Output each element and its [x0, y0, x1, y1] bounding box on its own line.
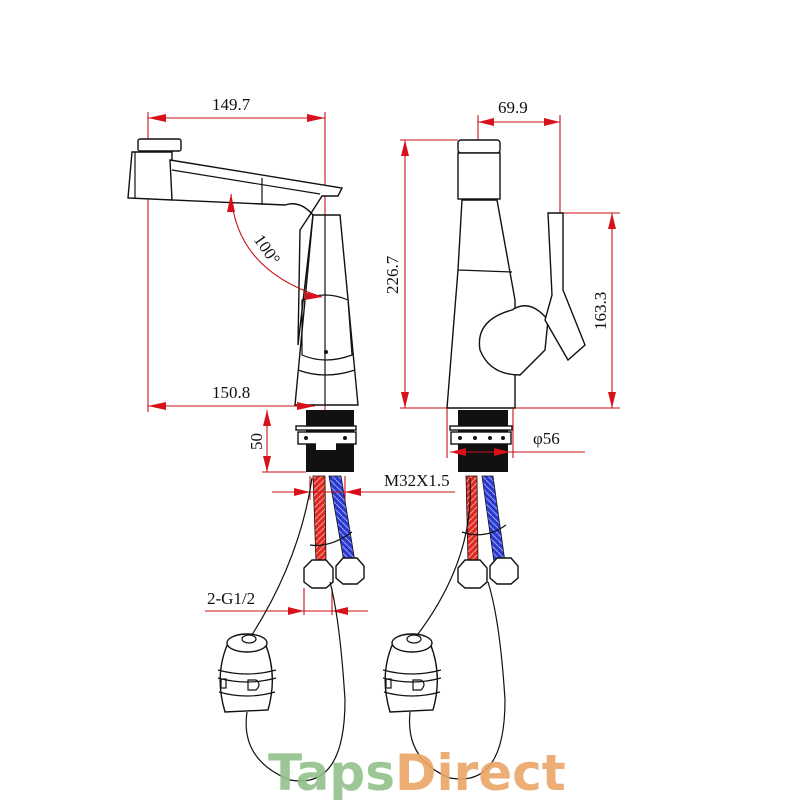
cold-nut — [335, 557, 365, 585]
front-spout-head — [457, 139, 501, 208]
cold-hose — [328, 475, 356, 563]
side-view: 149.7 100° 150.8 — [127, 95, 455, 782]
front-handle — [544, 212, 586, 362]
total-height-dimension: 226.7 — [383, 140, 409, 408]
side-body — [294, 214, 359, 406]
watermark-logo: TapsDirect — [268, 744, 566, 800]
swivel-angle-dimension: 100° — [227, 193, 323, 300]
base-diameter-dimension: φ56 — [446, 408, 585, 458]
spout-width-label: 69.9 — [498, 98, 528, 117]
inlet-label: 2-G1/2 — [207, 589, 255, 608]
front-view: 69.9 226.7 163.3 — [382, 98, 620, 780]
front-hot-nut — [457, 559, 488, 589]
base-to-spout-label: 150.8 — [212, 383, 250, 402]
inlet-dimension: 2-G1/2 — [205, 588, 368, 615]
front-mount — [449, 410, 513, 472]
base-to-spout-dimension: 150.8 — [148, 383, 315, 410]
thread-dimension: M32X1.5 — [272, 471, 455, 500]
side-filter-canister — [217, 633, 277, 713]
swivel-angle-label: 100° — [250, 231, 284, 268]
handle-height-dimension: 163.3 — [591, 213, 616, 408]
thread-label: M32X1.5 — [384, 471, 450, 490]
spout-reach-dimension: 149.7 — [148, 95, 325, 122]
spout-reach-label: 149.7 — [212, 95, 251, 114]
total-height-label: 226.7 — [383, 255, 402, 294]
shank-length-dimension: 50 — [247, 410, 306, 473]
hot-nut — [303, 559, 334, 589]
shank-length-label: 50 — [247, 433, 266, 450]
front-cold-nut — [489, 557, 519, 585]
front-cold-hose — [481, 475, 506, 563]
hot-hose — [312, 475, 327, 563]
spout-arm — [169, 159, 344, 346]
front-body — [446, 199, 586, 409]
front-filter-canister — [382, 633, 442, 713]
handle-height-label: 163.3 — [591, 292, 610, 330]
spout-width-dimension: 69.9 — [478, 98, 560, 126]
base-diameter-label: φ56 — [533, 429, 560, 448]
side-mount — [295, 410, 357, 472]
